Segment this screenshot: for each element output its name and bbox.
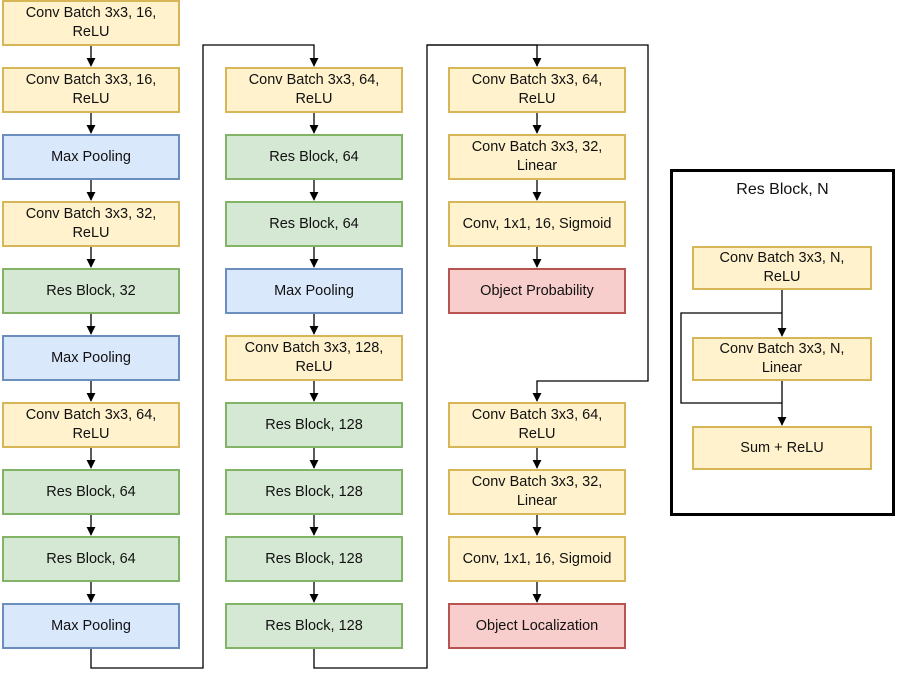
col1-max-pooling-node-3-label: Max Pooling <box>51 148 131 165</box>
col3-probability-head-conv-batch-node-2-label: Conv Batch 3x3, 32, Linear <box>471 139 603 174</box>
col2-res-block-node-9: Res Block, 128 <box>225 603 403 649</box>
col1-res-block-node-9-label: Res Block, 64 <box>46 550 136 567</box>
legend-sum-relu-node-label: Sum + ReLU <box>740 439 824 456</box>
connector-col2-to-probability-head <box>313 44 542 669</box>
col3-localization-head-conv-batch-node-3-label: Conv, 1x1, 16, Sigmoid <box>462 550 612 567</box>
col1-max-pooling-node-10-label: Max Pooling <box>51 617 131 634</box>
col2-max-pooling-node-4: Max Pooling <box>225 268 403 314</box>
col2-max-pooling-node-4-label: Max Pooling <box>274 282 354 299</box>
col1-conv-batch-node-2: Conv Batch 3x3, 16, ReLU <box>2 67 180 113</box>
col2-res-block-node-6-label: Res Block, 128 <box>265 416 363 433</box>
col3-localization-head-conv-batch-node-3: Conv, 1x1, 16, Sigmoid <box>448 536 626 582</box>
col2-res-block-node-2-label: Res Block, 64 <box>269 148 359 165</box>
col2-conv-batch-node-1: Conv Batch 3x3, 64, ReLU <box>225 67 403 113</box>
col1-conv-batch-node-4-label: Conv Batch 3x3, 32, ReLU <box>25 206 157 241</box>
col1-max-pooling-node-10: Max Pooling <box>2 603 180 649</box>
col2-res-block-node-8-label: Res Block, 128 <box>265 550 363 567</box>
connector-col1-to-col2 <box>90 44 319 669</box>
col3-localization-head-output-node-4: Object Localization <box>448 603 626 649</box>
col1-conv-batch-node-2-label: Conv Batch 3x3, 16, ReLU <box>25 72 157 107</box>
col2-res-block-node-8: Res Block, 128 <box>225 536 403 582</box>
legend-conv-linear-node-label: Conv Batch 3x3, N, Linear <box>719 341 845 376</box>
col1-res-block-node-8-label: Res Block, 64 <box>46 483 136 500</box>
col1-res-block-node-5-label: Res Block, 32 <box>46 282 136 299</box>
connector-to-localization-head <box>427 44 649 402</box>
col1-max-pooling-node-3: Max Pooling <box>2 134 180 180</box>
col1-conv-batch-node-7-label: Conv Batch 3x3, 64, ReLU <box>25 407 157 442</box>
legend-conv-relu-node: Conv Batch 3x3, N, ReLU <box>692 246 872 290</box>
col3-localization-head-conv-batch-node-2: Conv Batch 3x3, 32, Linear <box>448 469 626 515</box>
legend-sum-relu-node: Sum + ReLU <box>692 426 872 470</box>
col3-probability-head-conv-batch-node-3: Conv, 1x1, 16, Sigmoid <box>448 201 626 247</box>
col1-res-block-node-9: Res Block, 64 <box>2 536 180 582</box>
col1-conv-batch-node-1-label: Conv Batch 3x3, 16, ReLU <box>25 5 157 40</box>
col1-conv-batch-node-1: Conv Batch 3x3, 16, ReLU <box>2 0 180 46</box>
col3-localization-head-output-node-4-label: Object Localization <box>475 617 599 634</box>
col3-probability-head-output-node-4-label: Object Probability <box>480 282 594 299</box>
col3-probability-head-conv-batch-node-1: Conv Batch 3x3, 64, ReLU <box>448 67 626 113</box>
col1-max-pooling-node-6-label: Max Pooling <box>51 349 131 366</box>
col3-localization-head-conv-batch-node-1-label: Conv Batch 3x3, 64, ReLU <box>471 407 603 442</box>
legend-skip-connection <box>680 312 782 404</box>
col3-probability-head-conv-batch-node-3-label: Conv, 1x1, 16, Sigmoid <box>462 215 612 232</box>
col1-res-block-node-5: Res Block, 32 <box>2 268 180 314</box>
legend-conv-linear-node: Conv Batch 3x3, N, Linear <box>692 337 872 381</box>
col1-conv-batch-node-4: Conv Batch 3x3, 32, ReLU <box>2 201 180 247</box>
col1-conv-batch-node-7: Conv Batch 3x3, 64, ReLU <box>2 402 180 448</box>
col3-localization-head-conv-batch-node-1: Conv Batch 3x3, 64, ReLU <box>448 402 626 448</box>
col2-conv-batch-node-5-label: Conv Batch 3x3, 128, ReLU <box>244 340 384 375</box>
col3-localization-head-conv-batch-node-2-label: Conv Batch 3x3, 32, Linear <box>471 474 603 509</box>
legend-conv-relu-node-label: Conv Batch 3x3, N, ReLU <box>719 250 845 285</box>
col2-res-block-node-7-label: Res Block, 128 <box>265 483 363 500</box>
col2-res-block-node-3-label: Res Block, 64 <box>269 215 359 232</box>
col2-res-block-node-6: Res Block, 128 <box>225 402 403 448</box>
col2-res-block-node-9-label: Res Block, 128 <box>265 617 363 634</box>
res-block-legend <box>670 169 895 516</box>
legend-title: Res Block, N <box>736 181 829 198</box>
col3-probability-head-conv-batch-node-1-label: Conv Batch 3x3, 64, ReLU <box>471 72 603 107</box>
col2-conv-batch-node-5: Conv Batch 3x3, 128, ReLU <box>225 335 403 381</box>
col2-res-block-node-3: Res Block, 64 <box>225 201 403 247</box>
col1-max-pooling-node-6: Max Pooling <box>2 335 180 381</box>
col2-res-block-node-2: Res Block, 64 <box>225 134 403 180</box>
col3-probability-head-output-node-4: Object Probability <box>448 268 626 314</box>
col1-res-block-node-8: Res Block, 64 <box>2 469 180 515</box>
col3-probability-head-conv-batch-node-2: Conv Batch 3x3, 32, Linear <box>448 134 626 180</box>
col2-res-block-node-7: Res Block, 128 <box>225 469 403 515</box>
col2-conv-batch-node-1-label: Conv Batch 3x3, 64, ReLU <box>248 72 380 107</box>
